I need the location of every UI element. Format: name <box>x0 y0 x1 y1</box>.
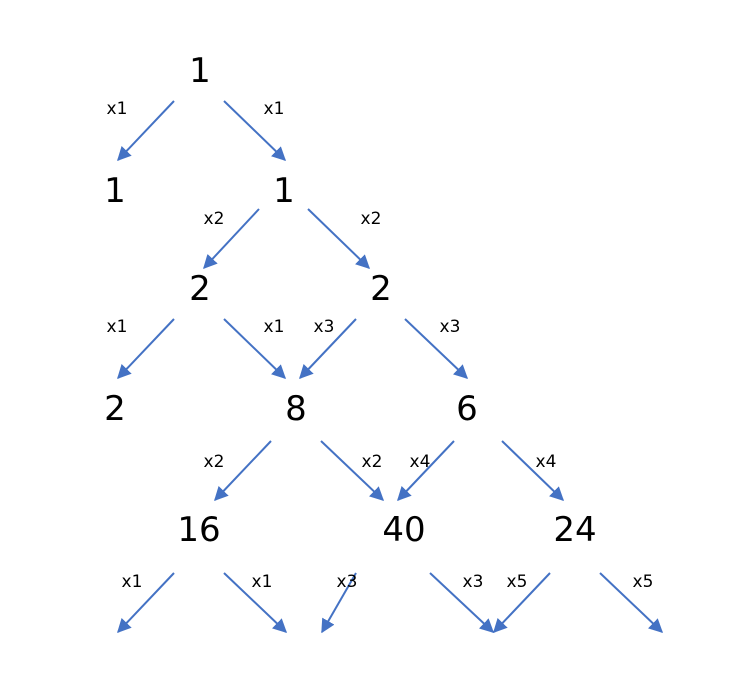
arrow <box>320 440 385 501</box>
numbers: 1 1 1 2 2 2 8 6 16 40 24 <box>104 51 596 550</box>
arrows <box>117 100 664 634</box>
multiplier-label: x3 <box>440 317 461 337</box>
multiplier-label: x1 <box>252 572 273 592</box>
multiplier-label: x1 <box>122 572 143 592</box>
arrow <box>429 572 495 633</box>
multiplier-label: x3 <box>314 317 335 337</box>
number-label: 1 <box>189 51 211 91</box>
arrow <box>299 318 357 380</box>
multiplier-label: x2 <box>204 209 225 229</box>
number-label: 16 <box>177 510 220 550</box>
number-label: 2 <box>189 269 211 309</box>
number-label: 1 <box>104 171 126 211</box>
multiplier-label: x4 <box>536 452 557 472</box>
arrow <box>223 572 288 633</box>
arrow <box>501 440 565 501</box>
multiplier-label: x1 <box>107 317 128 337</box>
multiplier-label: x5 <box>633 572 654 592</box>
multiplier-label: x3 <box>463 572 484 592</box>
multiplier-label: x1 <box>264 99 285 119</box>
multiplier-label: x2 <box>204 452 225 472</box>
arrow <box>117 318 175 380</box>
arrow <box>214 440 272 502</box>
number-label: 6 <box>456 389 478 429</box>
multiplier-label: x2 <box>361 209 382 229</box>
multiplier-label: x5 <box>507 572 528 592</box>
multiplier-labels: x1 x1 x2 x2 x1 x1 x3 x3 x2 x2 x4 x4 x1 x… <box>107 99 654 592</box>
number-label: 2 <box>370 269 392 309</box>
arrow <box>397 440 455 502</box>
multiplier-label: x3 <box>337 572 358 592</box>
arrow <box>599 572 664 633</box>
arrow <box>203 208 260 270</box>
arrow <box>493 572 551 634</box>
number-label: 2 <box>104 389 126 429</box>
arrow <box>117 100 175 162</box>
arrow <box>117 572 175 634</box>
arrow <box>223 100 287 161</box>
number-label: 40 <box>382 510 425 550</box>
arrow <box>321 572 357 634</box>
multiplier-label: x1 <box>107 99 128 119</box>
multiplier-label: x4 <box>410 452 431 472</box>
multiplier-label: x2 <box>362 452 383 472</box>
number-label: 1 <box>273 171 295 211</box>
multiplier-label: x1 <box>264 317 285 337</box>
number-label: 24 <box>553 510 596 550</box>
arrow <box>223 318 287 379</box>
arrow <box>404 318 469 379</box>
arrow <box>307 208 371 269</box>
number-label: 8 <box>285 389 307 429</box>
